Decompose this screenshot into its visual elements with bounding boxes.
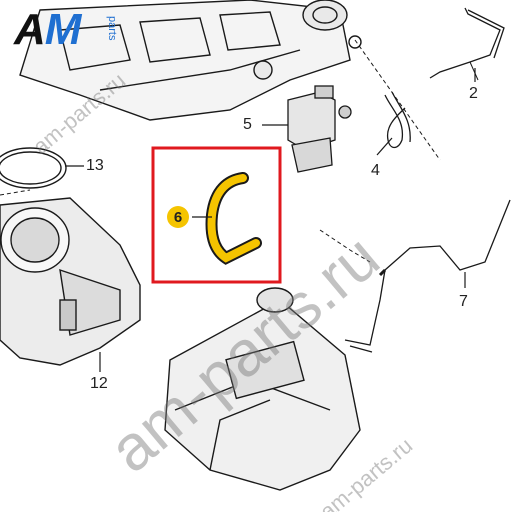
intake-manifold — [19, 0, 362, 121]
callout-4: 4 — [371, 162, 380, 179]
highlight-frame — [151, 146, 282, 284]
throttle-body-12 — [0, 197, 141, 366]
logo-wordmark: AM — [14, 5, 82, 54]
hose-6-highlighted — [205, 172, 262, 265]
callout-7: 7 — [459, 293, 468, 310]
hose-4 — [384, 91, 411, 149]
logo-letter-m: M — [44, 5, 82, 54]
vacuum-line-7 — [344, 199, 511, 353]
solenoid-valve — [287, 85, 352, 173]
logo-parts-text: parts — [106, 16, 118, 41]
vacuum-line-2 — [429, 7, 505, 81]
am-parts-logo: AM parts — [14, 6, 134, 54]
callout-6: 6 — [167, 206, 189, 228]
dashed-leader-lines — [0, 39, 441, 263]
callout-13: 13 — [86, 157, 104, 174]
callout-2: 2 — [469, 85, 478, 102]
o-ring-13 — [0, 147, 67, 189]
callout-5: 5 — [243, 116, 252, 133]
callout-12: 12 — [90, 375, 108, 392]
callout-leaders — [65, 68, 476, 372]
logo-letter-a: A — [14, 5, 46, 54]
air-filter-housing — [164, 287, 361, 491]
